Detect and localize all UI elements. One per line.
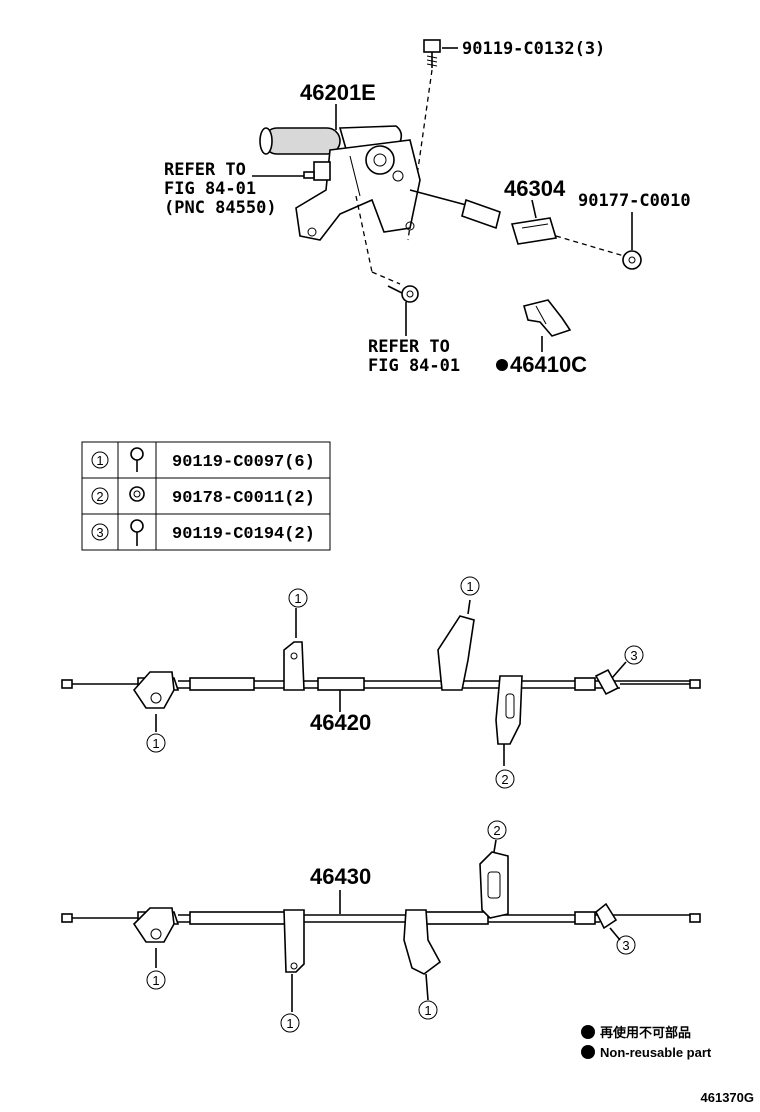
row-part: 90178-C0011(2) <box>172 489 315 508</box>
nut-icon <box>129 486 145 502</box>
cable-46430 <box>61 839 701 1012</box>
refer-fig-line2: FIG 84-01 <box>164 179 256 199</box>
parking-brake-lever <box>259 125 501 241</box>
svg-text:2: 2 <box>493 823 500 838</box>
non-reusable-dot-icon <box>581 1025 595 1039</box>
svg-text:1: 1 <box>152 973 159 988</box>
bolt-icon <box>130 519 144 546</box>
refer-fig-line3: (PNC 84550) <box>164 198 277 218</box>
legend: 再使用不可部品 Non-reusable part <box>581 1025 712 1060</box>
row-part: 90119-C0097(6) <box>172 453 315 472</box>
nut-label: 90177-C0010 <box>578 191 691 211</box>
callout-3: 3 <box>616 935 636 955</box>
retainer-clip <box>523 299 572 337</box>
legend-jp: 再使用不可部品 <box>600 1025 691 1040</box>
callout-1: 1 <box>146 970 166 990</box>
lever-label: 46201E <box>300 80 376 105</box>
svg-text:1: 1 <box>424 1003 431 1018</box>
row-marker: 1 <box>96 453 103 468</box>
top-bolt-icon <box>423 39 441 68</box>
clip-label: 46304 <box>504 176 566 201</box>
callout-2: 2 <box>487 820 507 840</box>
svg-text:1: 1 <box>294 591 301 606</box>
cable-clip <box>510 217 558 245</box>
cable-upper-label: 46420 <box>310 710 371 735</box>
legend-en: Non-reusable part <box>600 1045 712 1060</box>
fastener-table: 1 90119-C0097(6) 2 90178-C0011(2) 3 9011 <box>81 441 331 551</box>
callout-1: 1 <box>280 1013 300 1033</box>
callout-3: 3 <box>624 645 644 665</box>
refer-fig-line1: REFER TO <box>164 160 246 180</box>
table-row: 3 90119-C0194(2) <box>91 519 315 546</box>
svg-text:1: 1 <box>152 736 159 751</box>
callout-1: 1 <box>418 1000 438 1020</box>
cable-46420 <box>61 599 701 766</box>
cable-lower-label: 46430 <box>310 864 371 889</box>
row-marker: 2 <box>96 489 103 504</box>
row-marker: 3 <box>96 525 103 540</box>
figure-code: 461370G <box>701 1090 755 1105</box>
refer2-line2: FIG 84-01 <box>368 356 460 376</box>
svg-text:1: 1 <box>466 579 473 594</box>
table-row: 2 90178-C0011(2) <box>91 486 315 508</box>
svg-text:3: 3 <box>622 938 629 953</box>
bolt-top-label: 90119-C0132(3) <box>462 39 605 59</box>
callout-1: 1 <box>146 733 166 753</box>
refer2-line1: REFER TO <box>368 337 450 357</box>
svg-text:3: 3 <box>630 648 637 663</box>
row-part: 90119-C0194(2) <box>172 525 315 544</box>
non-reusable-dot-icon <box>496 359 508 371</box>
callout-1: 1 <box>288 588 308 608</box>
callout-1: 1 <box>460 576 480 596</box>
svg-text:2: 2 <box>501 772 508 787</box>
table-row: 1 90119-C0097(6) <box>91 447 315 472</box>
bolt-icon <box>130 447 144 472</box>
mounting-bolt-icon <box>387 285 419 303</box>
retainer-label: 46410C <box>510 352 587 377</box>
svg-text:1: 1 <box>286 1016 293 1031</box>
nut-icon <box>622 250 642 270</box>
callout-2: 2 <box>495 769 515 789</box>
non-reusable-dot-icon <box>581 1045 595 1059</box>
switch-connector <box>303 161 331 181</box>
